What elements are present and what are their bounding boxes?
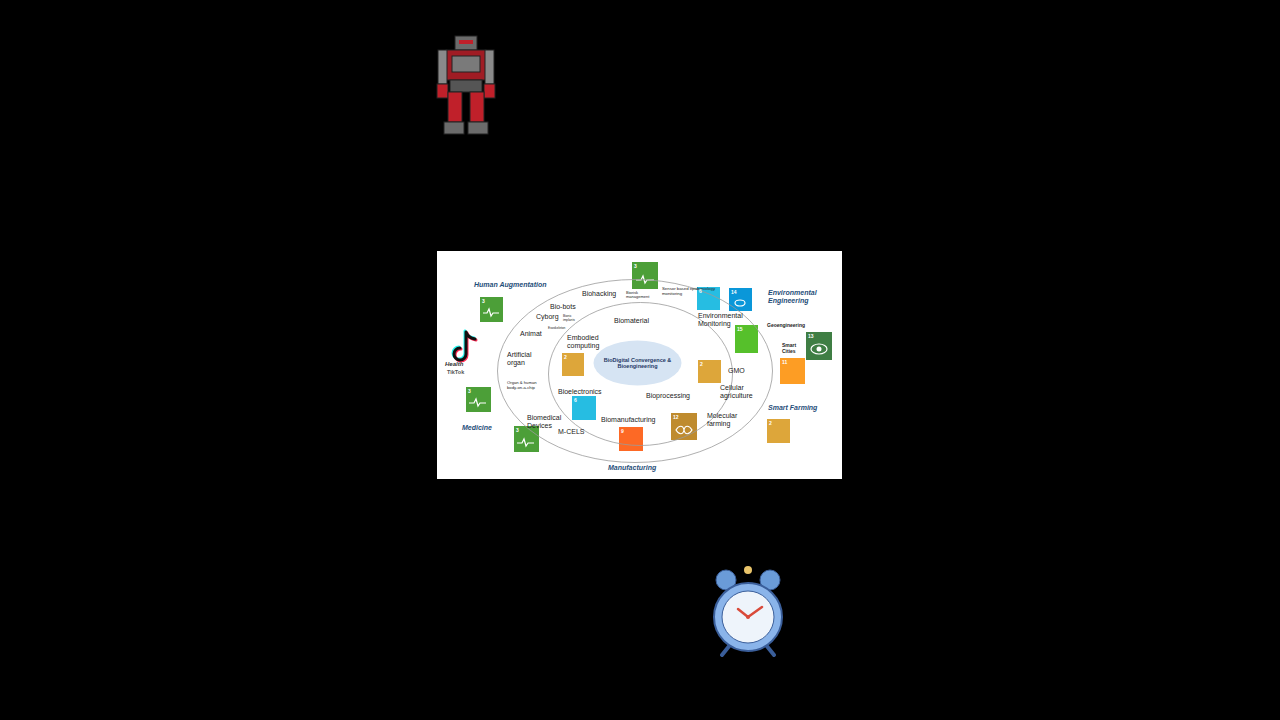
sdg-number: 3 [468,389,471,395]
watermark: Health [445,361,463,368]
sdg-number: 2 [564,355,567,361]
topic-label: Bio-bots [550,303,576,311]
sdg-number: 11 [782,360,787,366]
sdg-number: 14 [731,290,737,296]
category-heading: Human Augmentation [474,281,546,289]
topic-label: M-CELS [558,428,584,436]
ring-ellipse: Bio-botsCyborg Bionic implantsExoskeleton… [497,279,773,463]
sdg-number: 9 [621,429,624,435]
topic-label: Bionic implants [563,315,577,322]
category-heading: Medicine [462,424,492,432]
topic-label: Biorisk management [626,291,658,300]
sdg-number: 2 [700,362,703,368]
diagram-panel [437,251,842,479]
topic-label: Biomanufacturing [601,416,655,424]
sdg-number: 15 [737,327,743,333]
topic-label: Organ & human body-on-a-chip [507,381,547,390]
topic-label: Biomaterial [614,317,649,325]
topic-label: Molecular farming [707,412,743,427]
category-heading: Environmental Engineering [768,289,830,304]
category-heading: Manufacturing [608,464,656,472]
sdg-number: 3 [634,264,637,270]
alarm-clock [714,566,782,655]
topic-label: Environmental Monitoring [698,312,746,327]
topic-label: Embodied computing [567,334,609,349]
sdg-number: 3 [482,299,485,305]
topic-label: GMO [728,367,745,375]
category-heading: Smart Farming [768,404,817,412]
topic-label: Artificial organ [507,351,541,366]
sdg-number: 12 [673,415,679,421]
topic-label: Bioprocessing [646,392,690,400]
sdg-number: 6 [699,289,702,295]
topic-label: Bioelectronics [558,388,602,396]
watermark: TikTok [447,369,464,375]
robot-figure [437,36,495,134]
topic-label: Sensor based epidemiology monitoring [662,287,720,296]
area-label: Geoengineering [767,323,805,329]
sdg-number: 3 [516,428,519,434]
area-label: Smart Cities [782,343,804,354]
core-ellipse: BioDigital Convergence & Bioengineering [593,340,682,386]
topic-label: Biohacking [582,290,616,298]
tiktok-logo [453,331,476,361]
core-title: BioDigital Convergence & Bioengineering [597,357,678,369]
sdg-number: 13 [808,334,814,340]
sdg-number: 2 [769,421,772,427]
sdg-number: 6 [574,398,577,404]
topic-label: Animat [520,330,542,338]
topic-label: Cellular agriculture [720,384,756,399]
sdg-icons [466,262,832,452]
topic-label: Exoskeleton [548,327,565,331]
topic-label: Biomedical Devices [527,414,561,429]
topic-label: Cyborg [536,313,559,321]
